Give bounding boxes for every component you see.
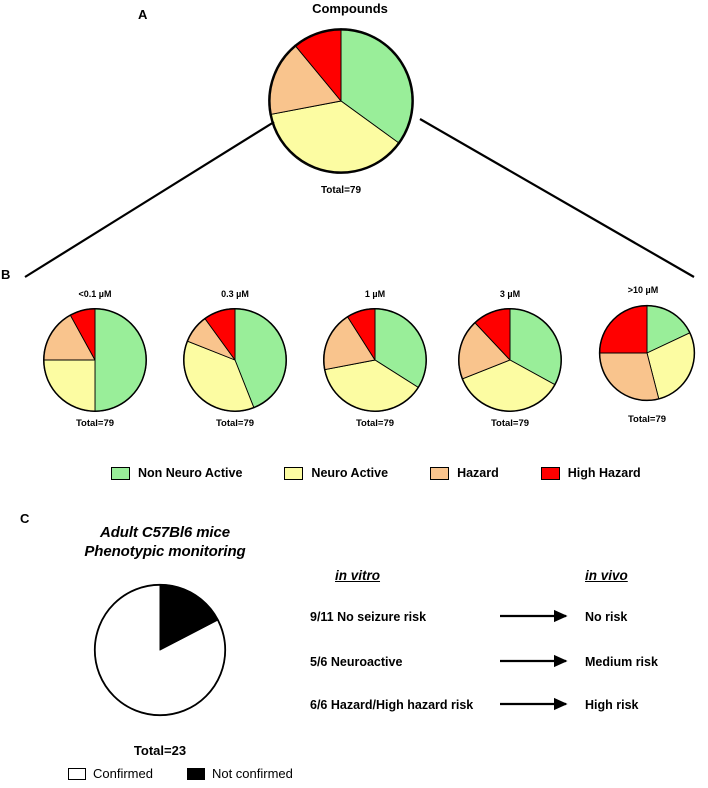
row-in-vitro-2: 6/6 Hazard/High hazard risk: [310, 698, 474, 712]
panel-label-c: C: [20, 511, 30, 526]
column-header-in-vitro: in vitro: [335, 568, 381, 583]
row-in-vivo-1: Medium risk: [585, 655, 658, 669]
pie-slice: Non Neuro Active: 35: [340, 28, 414, 145]
panel-b-pie-svg-3: Non Neuro Active: 33Neuro Active: 36Haza…: [458, 308, 562, 412]
connector-line-left: [24, 121, 275, 278]
row-in-vitro-1: 5/6 Neuroactive: [310, 655, 403, 669]
panel-b-chart-title-3: 3 µM: [499, 289, 521, 299]
legend-item-not-confirmed: Not confirmed: [186, 766, 293, 781]
panel-c-pie-svg: Confirmed: 19Not confirmed: 4: [93, 583, 227, 717]
panel-b-pie-svg-2: Non Neuro Active: 34Neuro Active: 38Haza…: [323, 308, 427, 412]
legend-item-neuro-active: Neuro Active: [284, 466, 388, 480]
legend-item-non-neuro-active: Non Neuro Active: [111, 466, 242, 480]
panel-b-pie-svg-0: Non Neuro Active: 50Neuro Active: 25Haza…: [43, 308, 147, 412]
panel-a-title: Compounds: [312, 1, 388, 16]
panel-a-total-label: Total=79: [320, 185, 362, 196]
panel-a-pie-chart: Non Neuro Active: 35Neuro Active: 37Haza…: [266, 26, 416, 176]
panel-c-pie-chart: Confirmed: 19Not confirmed: 4: [92, 582, 228, 718]
panel-c-pie-outline: [93, 583, 227, 717]
legend-item-high-hazard: High Hazard: [540, 466, 641, 480]
panel-b-total-label-0: Total=79: [75, 418, 115, 429]
panel-b-pie-chart-0: Non Neuro Active: 50Neuro Active: 25Haza…: [41, 306, 149, 414]
panel-b-chart-title-0: <0.1 µM: [78, 289, 112, 299]
legend-label-high-hazard: High Hazard: [567, 466, 641, 480]
legend-label-non-neuro-active: Non Neuro Active: [138, 466, 243, 480]
row-in-vivo-0: No risk: [585, 610, 628, 624]
legend-swatch-hazard: [430, 466, 450, 480]
panel-b-pie-chart-1: Non Neuro Active: 44Neuro Active: 37Haza…: [181, 306, 289, 414]
column-header-in-vivo: in vivo: [585, 568, 628, 583]
legend-swatch-non-neuro-active: [111, 466, 130, 480]
pie-slice: Hazard: 17: [268, 44, 342, 116]
panel-c-title-line2: Phenotypic monitoring: [84, 543, 246, 560]
panel-b-total-label-2: Total=79: [355, 418, 395, 429]
panel-b-slices-2: Non Neuro Active: 34Neuro Active: 38Haza…: [323, 308, 427, 412]
panel-b-slices-4: Non Neuro Active: 18Neuro Active: 28Haza…: [599, 305, 695, 401]
panel-c-legend: Confirmed Not confirmed: [68, 766, 293, 781]
panel-b-pie-chart-2: Non Neuro Active: 34Neuro Active: 38Haza…: [321, 306, 429, 414]
panel-c-title-line1: Adult C57Bl6 mice: [99, 524, 230, 541]
panel-b-slices-1: Non Neuro Active: 44Neuro Active: 37Haza…: [183, 308, 287, 412]
panel-b-pie-outline-3: [458, 308, 562, 412]
panel-b-pie-outline-0: [43, 308, 147, 412]
legend-label-confirmed: Confirmed: [93, 766, 153, 781]
panel-b-pie-chart-4: Non Neuro Active: 18Neuro Active: 28Haza…: [597, 303, 697, 403]
legend-label-not-confirmed: Not confirmed: [211, 766, 293, 781]
panel-b-chart-title-4: >10 µM: [627, 285, 659, 295]
pie-slice: High Hazard: 11: [294, 28, 342, 102]
panel-b-legend: Non Neuro Active Neuro Active Hazard Hig…: [111, 466, 641, 480]
panel-b-total-label-3: Total=79: [490, 418, 530, 429]
panel-b-pie-svg-1: Non Neuro Active: 44Neuro Active: 37Haza…: [183, 308, 287, 412]
legend-swatch-confirmed: [68, 767, 86, 780]
panel-a-slices: Non Neuro Active: 35Neuro Active: 37Haza…: [268, 28, 414, 174]
panel-b-pie-chart-3: Non Neuro Active: 33Neuro Active: 36Haza…: [456, 306, 564, 414]
legend-swatch-not-confirmed: [186, 767, 205, 780]
legend-item-confirmed: Confirmed: [68, 766, 153, 781]
panel-b-chart-title-1: 0.3 µM: [221, 289, 249, 299]
connector-line-right: [419, 118, 695, 278]
pie-slice: Neuro Active: 37: [269, 100, 401, 174]
panel-b-pie-outline-4: [598, 304, 696, 402]
panel-label-b: B: [1, 267, 11, 282]
panel-a-to-b-connectors: [24, 118, 695, 278]
row-in-vivo-2: High risk: [585, 698, 639, 712]
panel-a-pie-outline: [268, 28, 414, 174]
panel-label-a: A: [138, 7, 148, 22]
panel-a-pie-svg: Non Neuro Active: 35Neuro Active: 37Haza…: [268, 28, 414, 174]
legend-item-hazard: Hazard: [430, 466, 499, 480]
panel-b-chart-title-2: 1 µM: [364, 289, 386, 299]
panel-b-pie-outline-2: [323, 308, 427, 412]
legend-swatch-neuro-active: [284, 466, 304, 480]
legend-label-hazard: Hazard: [457, 466, 499, 480]
panel-b-total-label-1: Total=79: [215, 418, 255, 429]
row-in-vitro-0: 9/11 No seizure risk: [310, 610, 427, 624]
panel-b-pie-outline-1: [183, 308, 287, 412]
legend-swatch-high-hazard: [540, 466, 560, 480]
legend-label-neuro-active: Neuro Active: [311, 466, 389, 480]
panel-b-pie-svg-4: Non Neuro Active: 18Neuro Active: 28Haza…: [598, 304, 696, 402]
panel-c-total-label: Total=23: [133, 743, 187, 758]
panel-b-total-label-4: Total=79: [627, 414, 667, 425]
